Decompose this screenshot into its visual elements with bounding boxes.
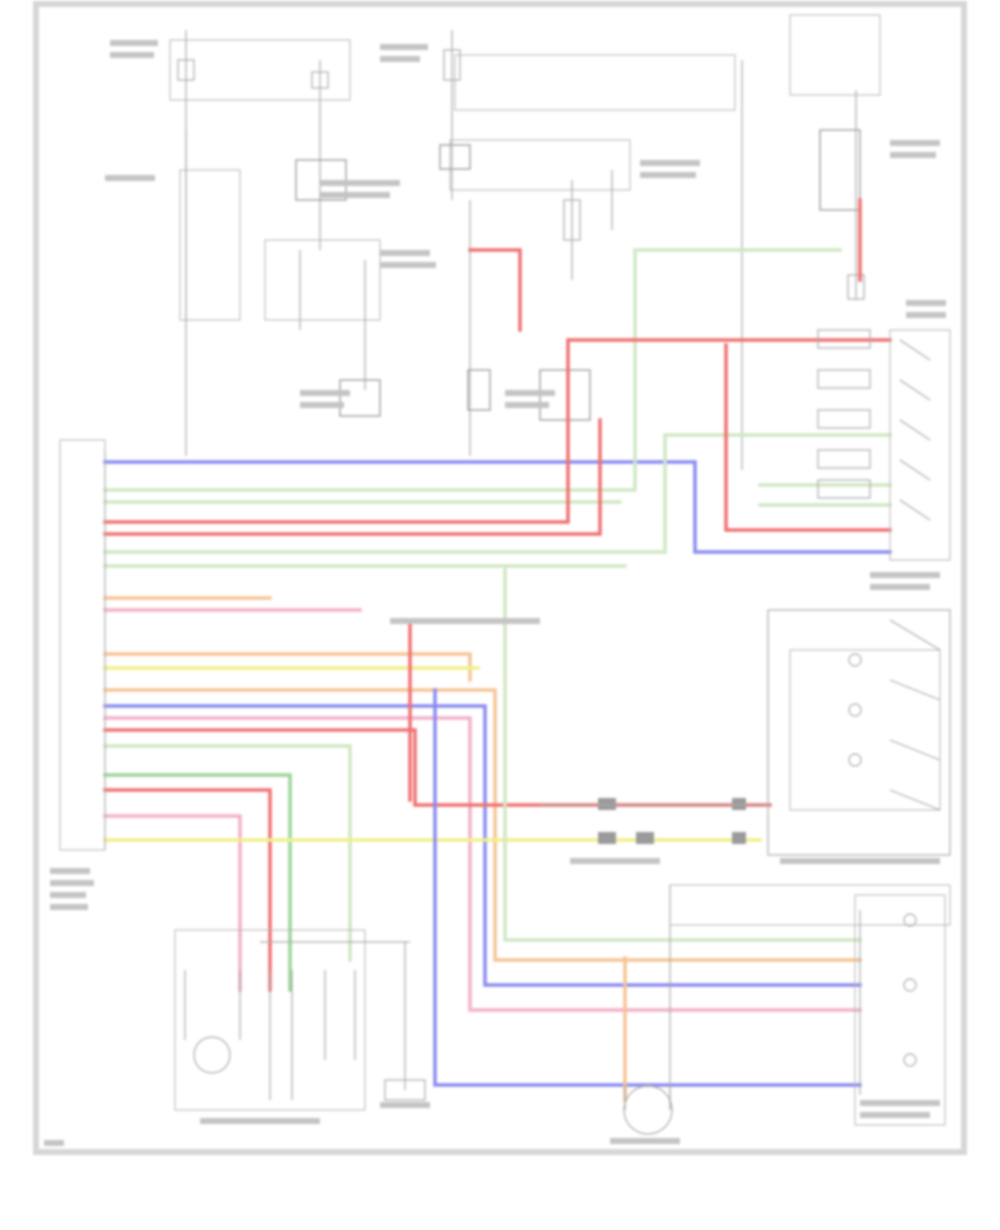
diagram-border — [33, 1, 967, 1155]
faint-labels — [44, 40, 946, 1146]
center-connectors — [540, 798, 770, 844]
left-control-unit — [59, 439, 106, 851]
bottom-center-motor — [623, 1085, 673, 1135]
top-left-fuse-block — [169, 30, 351, 456]
right-middle-module — [767, 609, 951, 856]
left-wire-harness — [103, 198, 892, 1102]
right-lower-module — [669, 884, 951, 1126]
top-right-motor-block — [789, 14, 881, 300]
bottom-left-module — [174, 929, 426, 1111]
center-left-relay — [264, 110, 381, 417]
top-center-relay-block — [439, 30, 743, 470]
right-upper-connector — [817, 329, 951, 561]
